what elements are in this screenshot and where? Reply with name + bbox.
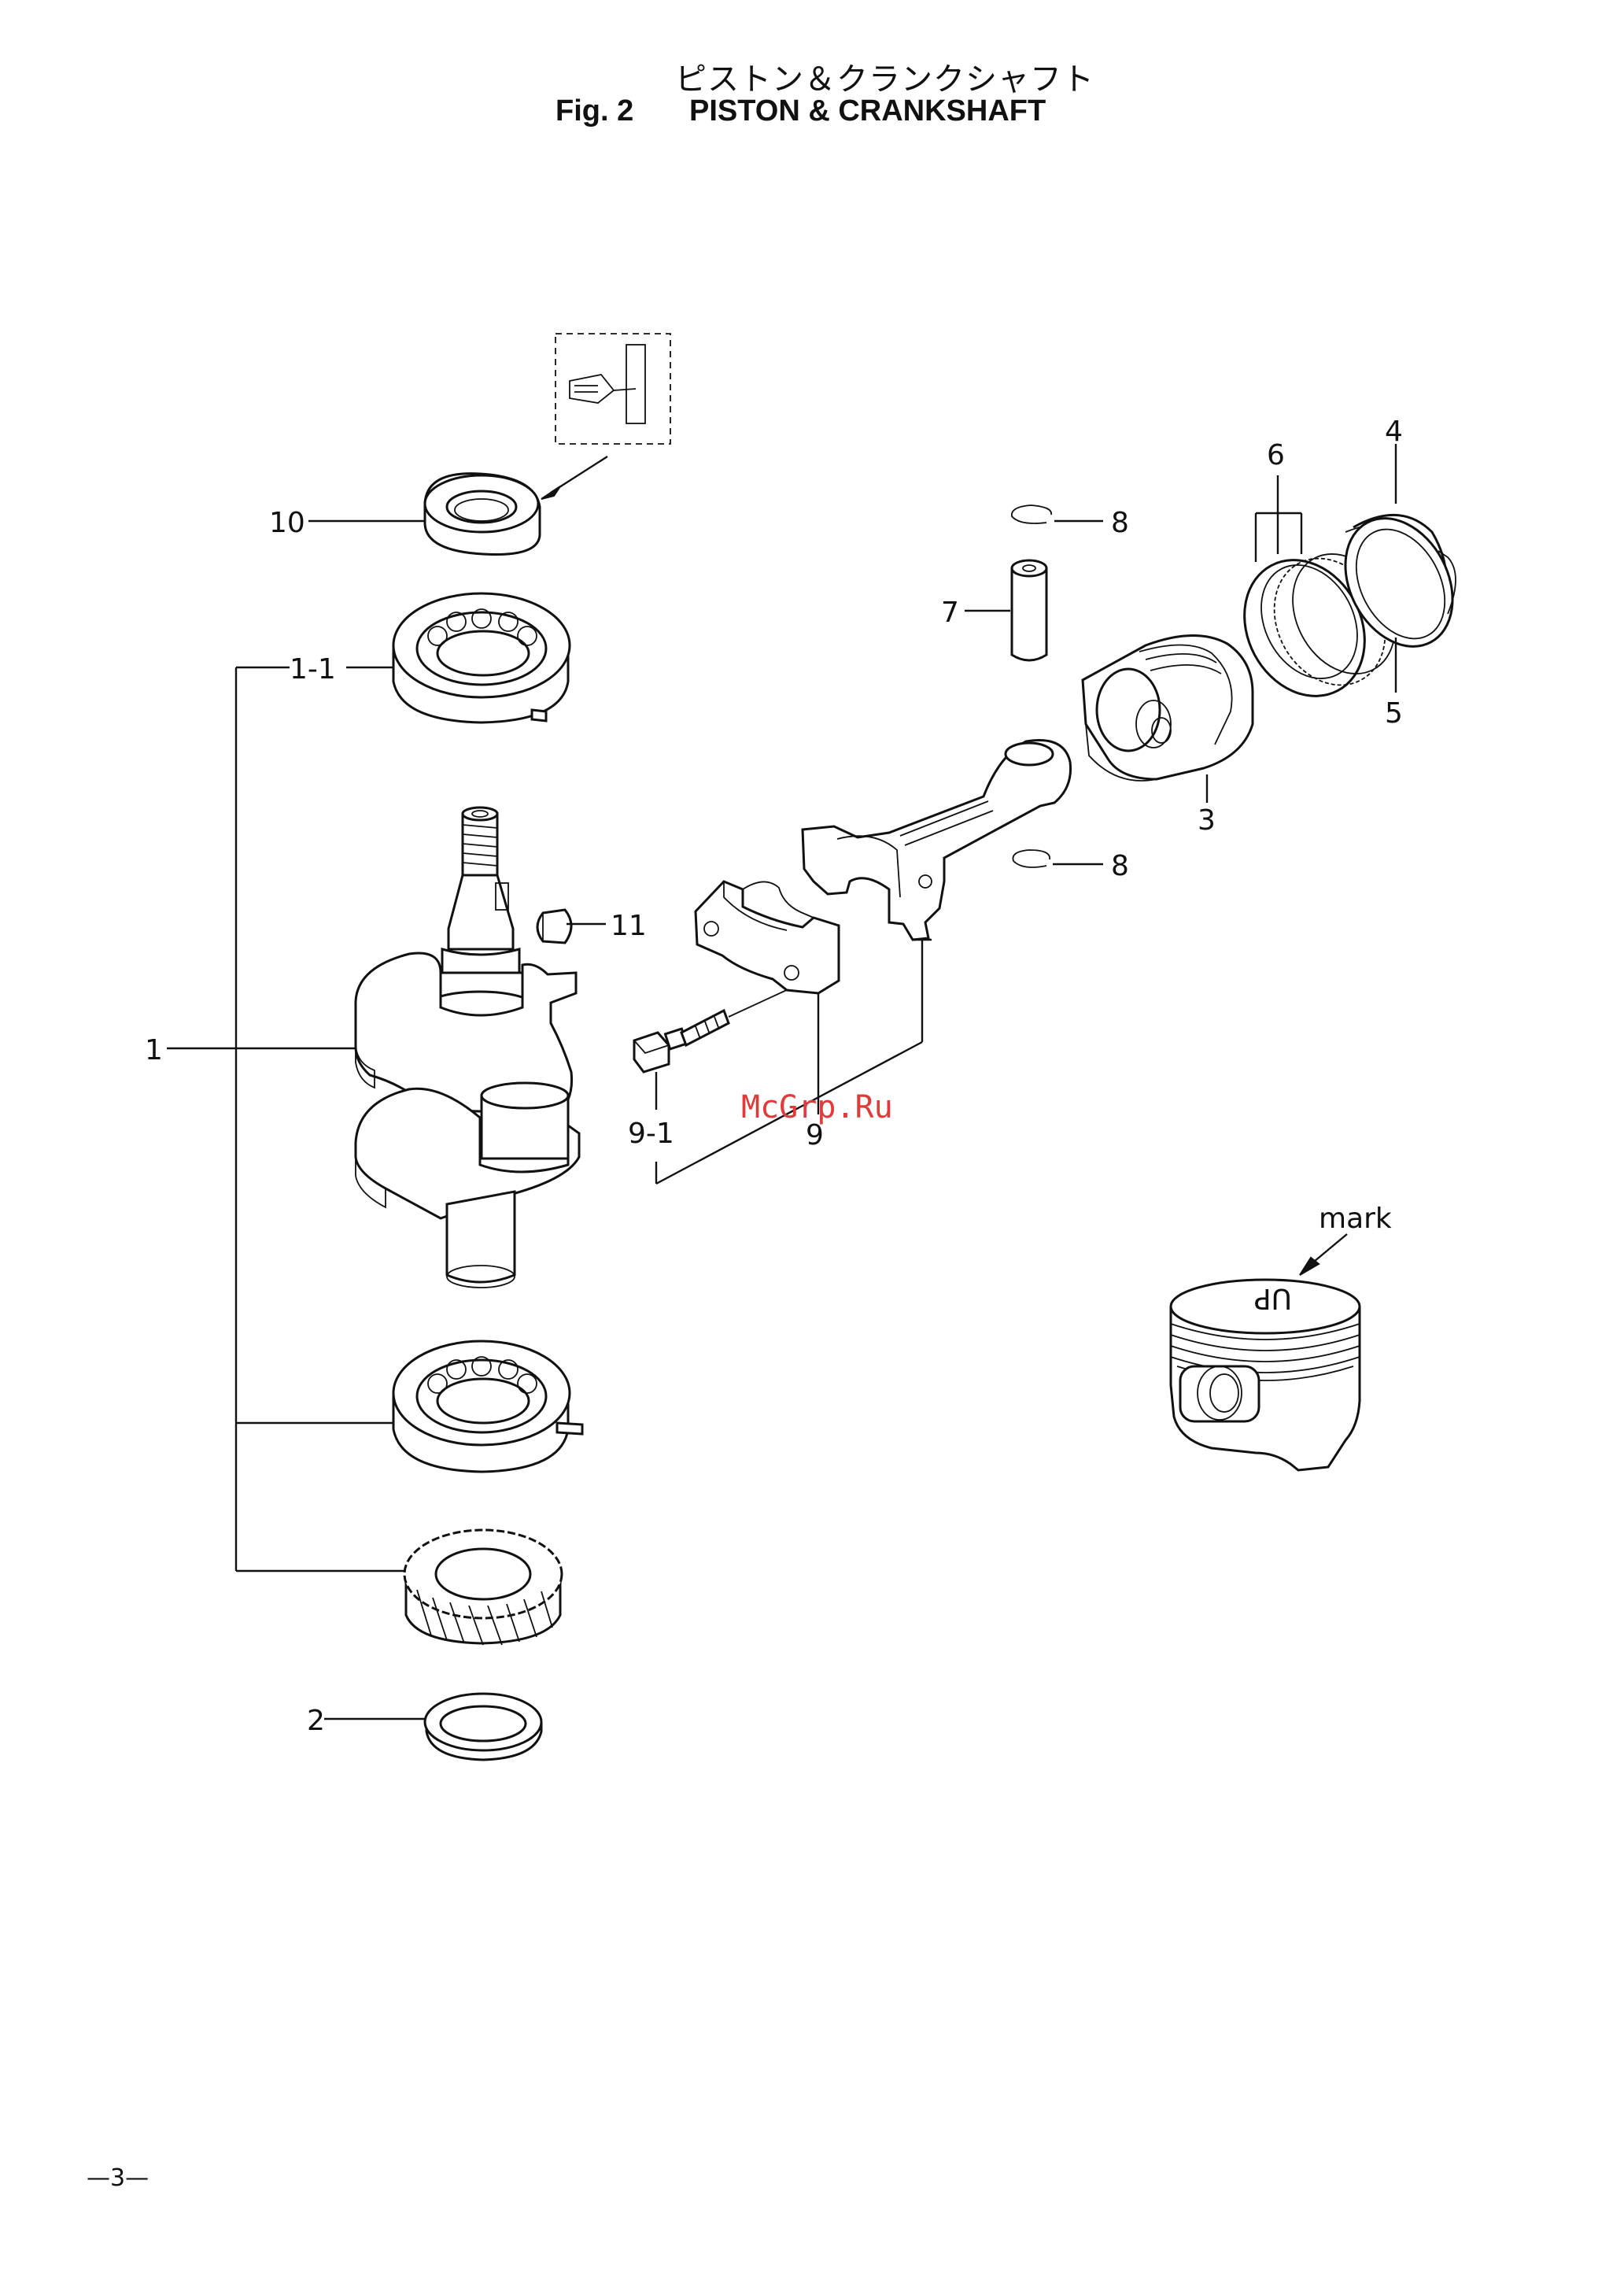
callout-4: 4 xyxy=(1385,416,1403,448)
callout-8-top: 8 xyxy=(1111,507,1129,539)
callout-6: 6 xyxy=(1267,439,1285,471)
callout-3: 3 xyxy=(1198,804,1216,837)
connecting-rod-cap xyxy=(696,881,839,993)
callout-8-bottom: 8 xyxy=(1111,850,1129,882)
callout-11: 11 xyxy=(611,910,647,942)
piston-up-stamp: UP xyxy=(1254,1282,1292,1314)
connecting-rod xyxy=(803,740,1071,940)
callout-7: 7 xyxy=(941,597,959,629)
callout-1: 1 xyxy=(145,1034,163,1066)
piston-3 xyxy=(1083,635,1253,781)
callout-1-1: 1-1 xyxy=(290,653,336,686)
piston-pin-clip-top xyxy=(1012,505,1051,523)
piston-mark-view: UP xyxy=(1171,1280,1360,1470)
callout-mark: mark xyxy=(1319,1203,1392,1235)
woodruff-key-11 xyxy=(537,910,571,943)
crankshaft xyxy=(356,808,579,1288)
ball-bearing-lower xyxy=(393,1341,582,1472)
callout-2: 2 xyxy=(307,1705,325,1737)
page-number: —3— xyxy=(87,2164,149,2192)
piston-pin-clip-bottom xyxy=(1013,850,1050,867)
piston-pin-7 xyxy=(1012,560,1046,660)
callout-9-1: 9-1 xyxy=(628,1118,674,1150)
callout-5: 5 xyxy=(1385,697,1403,730)
crank-gear xyxy=(404,1530,562,1645)
detail-inset xyxy=(541,334,670,499)
connecting-rod-bolt xyxy=(634,1011,729,1072)
oil-seal-10 xyxy=(425,474,540,555)
callout-10: 10 xyxy=(269,507,305,539)
thrust-washer-2 xyxy=(425,1694,541,1760)
watermark: McGrp.Ru xyxy=(741,1089,893,1125)
ball-bearing-upper xyxy=(393,593,570,722)
